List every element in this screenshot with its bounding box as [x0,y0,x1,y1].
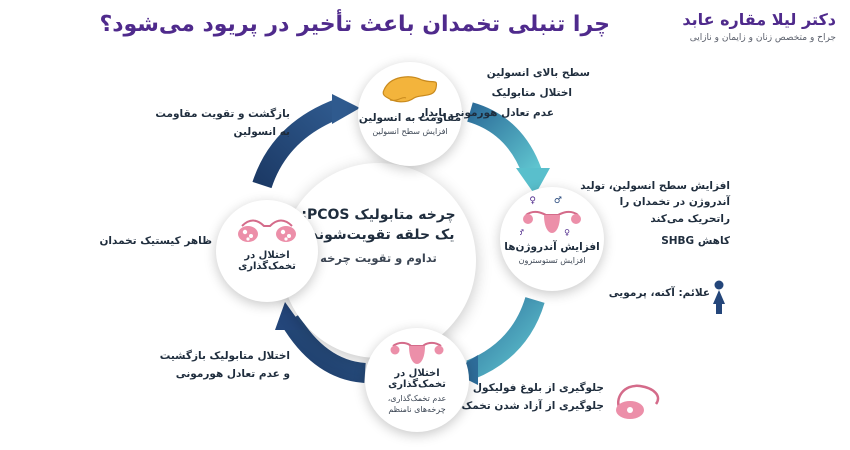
label-top-left: بازگشت و تقویت مقاومت به انسولین [155,106,290,142]
label-right: افزایش سطح انسولین، تولید آندروژن در تخم… [580,178,730,249]
label-left: ظاهر کیستیک تخمدان [99,235,212,247]
node-bottom-title: اختلال در تخمک‌گذاری [388,368,446,390]
brand-name: دکتر لیلا مقاره عابد [682,10,836,29]
label-top-right-2: اختلال متابولیک [491,86,572,99]
label-right-1: افزایش سطح انسولین، تولید [580,180,730,192]
center-subtitle: تداوم و تقویت چرخه [320,251,437,265]
label-right-3: راتحریک می‌کند [650,212,730,225]
woman-icon [713,280,725,314]
arrow-head-top-right [516,168,550,195]
node-bottom-sub1: عدم تخمک‌گذاری، [387,394,447,403]
arrow-left-to-top [252,98,344,189]
label-top-right-1: سطح بالای انسولین [486,67,590,79]
arrow-right-to-bottom [466,296,545,380]
pancreas-icon [382,76,438,103]
label-bottom-left-2: و عدم تعادل هورمونی [175,367,290,380]
cystic-ovary-icon [238,219,296,242]
node-left-title: اختلال در تخمک‌گذاری [238,250,296,272]
label-symptoms: علائم: آکنه، پرمویی [608,287,710,299]
label-top-right-3: عدم تعادل هورمونی پایدار [418,106,554,119]
label-top-left-2: به انسولین [233,125,290,138]
uterus-hormone-icon: ♀ ♂ ♂ ♀ [520,196,581,237]
center-title-line2: یک حلقه تقویت‌شونده [302,227,455,243]
svg-text:♀: ♀ [529,196,536,206]
label-bottom-right: جلوگیری از بلوغ فولیکول جلوگیری از آزاد … [461,380,604,416]
node-ovulation-disorder: اختلال در تخمک‌گذاری عدم تخمک‌گذاری، چرخ… [365,328,469,432]
node-bottom-sub2: چرخه‌های نامنظم [388,405,446,414]
label-bottom-left: اختلال متابولیک بازگشیت و عدم تعادل هورم… [160,348,290,384]
arrow-top-to-right [466,102,542,176]
label-right-2: آندروژن در تخمدان را [619,196,730,209]
node-androgens: ♀ ♂ ♂ ♀ افزایش آندروژن‌ها افزایش تستوستر… [500,187,604,291]
node-top-sub: افزایش سطح انسولین [372,127,448,136]
label-top-left-1: بازگشت و تقویت مقاومت [155,108,290,120]
uterus-icon [390,341,444,364]
center-title-line1: چرخه متابولیک PCOS: [301,207,456,223]
node-insulin-resistance: مقاومت به انسولین افزایش سطح انسولین [358,62,462,166]
svg-text:♂: ♂ [554,196,562,206]
label-right-4: کاهش SHBG [661,234,730,247]
label-bottom-right-1: جلوگیری از بلوغ فولیکول [472,382,604,394]
follicle-icon [616,384,660,419]
arrow-head-bottom-left [275,302,305,330]
page-title: چرا تنبلی تخمدان باعث تأخیر در پریود می‌… [99,12,610,37]
node-top-title: مقاومت به انسولین [358,112,462,124]
label-top-right: سطح بالای انسولین اختلال متابولیک عدم تع… [419,64,590,124]
label-bottom-right-2: جلوگیری از آزاد شدن تخمک [461,399,604,412]
brand-subtitle: جراح و متخصص زنان و زایمان و نازایی [689,33,836,43]
label-bottom-left-1: اختلال متابولیک بازگشیت [159,350,290,362]
brand-block: دکتر لیلا مقاره عابد جراح و متخصص زنان و… [682,10,836,43]
arrow-head-left-top [332,94,360,124]
svg-text:♂: ♂ [520,228,524,237]
node-right-sub: افزایش تستوسترون [518,256,586,265]
node-right-title: افزایش آندروژن‌ها [504,241,600,253]
node-ovarian-cyst: اختلال در تخمک‌گذاری [216,200,318,302]
svg-text:♀: ♀ [564,228,570,237]
